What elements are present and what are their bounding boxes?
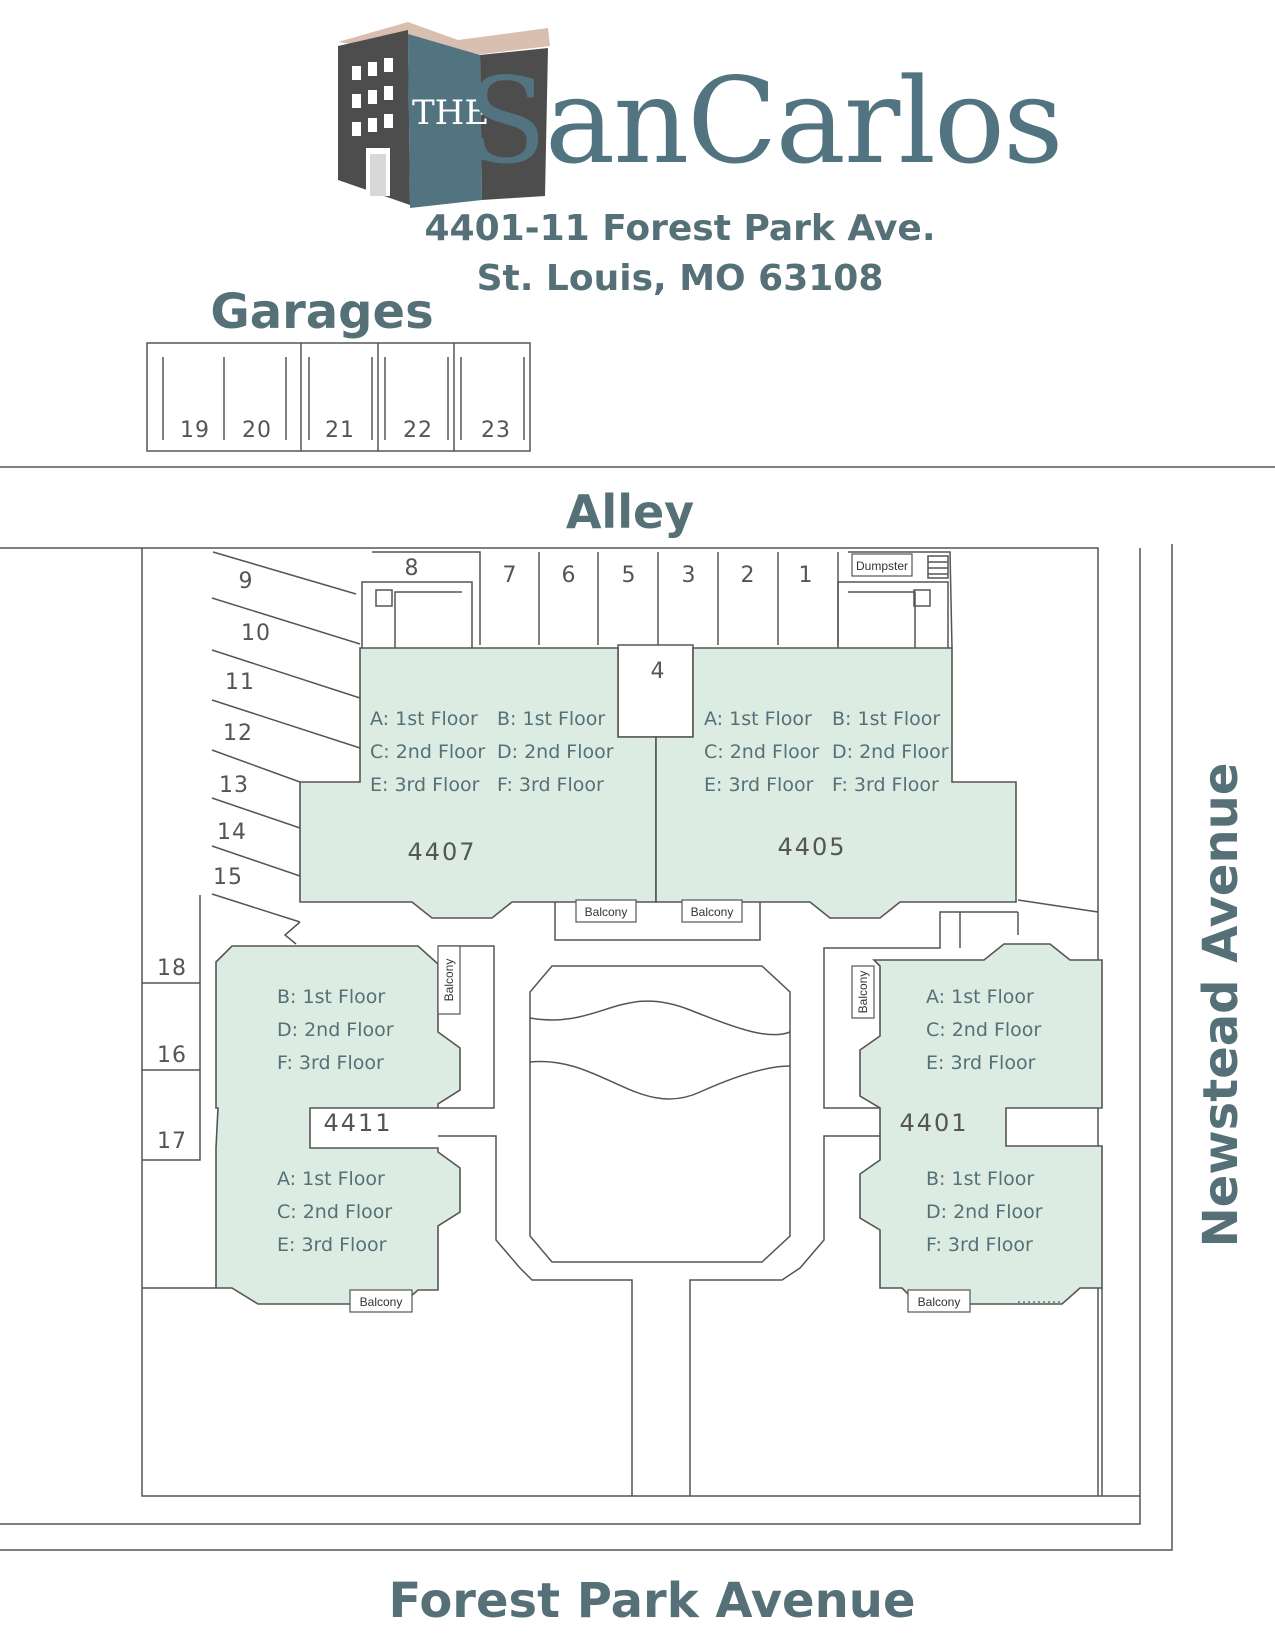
address-line2: St. Louis, MO 63108	[477, 258, 884, 299]
unit-label: A: 1st Floor	[277, 1168, 385, 1190]
parking-space-number: 14	[217, 820, 247, 845]
garage-number: 21	[325, 418, 355, 443]
balcony-label: Balcony	[691, 905, 734, 919]
unit-label: C: 2nd Floor	[704, 741, 819, 763]
parking-space-number: 4	[651, 659, 666, 684]
building-4405-labels: A: 1st Floor C: 2nd Floor E: 3rd Floor B…	[704, 708, 949, 861]
building-4411	[215, 945, 461, 1305]
balcony-label: Balcony	[918, 1295, 961, 1309]
unit-label: D: 2nd Floor	[497, 741, 614, 763]
building-4405	[655, 647, 1017, 919]
unit-label: D: 2nd Floor	[832, 741, 949, 763]
parking-space-number: 17	[157, 1129, 187, 1154]
parking-space-number: 2	[741, 563, 756, 588]
unit-label: F: 3rd Floor	[926, 1234, 1033, 1256]
unit-label: F: 3rd Floor	[497, 774, 604, 796]
building-4401	[859, 943, 1103, 1305]
garage-number: 22	[403, 418, 433, 443]
address-line1: 4401-11 Forest Park Ave.	[424, 208, 935, 249]
unit-label: E: 3rd Floor	[926, 1052, 1036, 1074]
unit-label: C: 2nd Floor	[277, 1201, 392, 1223]
unit-label: A: 1st Floor	[704, 708, 812, 730]
unit-label: B: 1st Floor	[926, 1168, 1034, 1190]
garage-number: 19	[180, 418, 210, 443]
balcony-label: Balcony	[856, 971, 870, 1014]
logo-name-text: SanCarlos	[466, 52, 1062, 190]
unit-label: B: 1st Floor	[832, 708, 940, 730]
side-parking: 18 16 17	[142, 895, 201, 1161]
parking-space-number: 12	[223, 721, 253, 746]
unit-label: F: 3rd Floor	[277, 1052, 384, 1074]
unit-label: B: 1st Floor	[277, 986, 385, 1008]
unit-label: A: 1st Floor	[370, 708, 478, 730]
garage-number: 20	[242, 418, 272, 443]
unit-label: E: 3rd Floor	[704, 774, 814, 796]
left-parking: 9 10 11 12 13 14 15	[211, 551, 361, 923]
parking-space-number: 18	[157, 956, 187, 981]
parking-space-number: 3	[682, 563, 697, 588]
parking-space-number: 8	[405, 556, 420, 581]
courtyard	[283, 899, 1099, 1496]
building-4411-labels: B: 1st Floor D: 2nd Floor F: 3rd Floor 4…	[277, 986, 394, 1256]
unit-label: A: 1st Floor	[926, 986, 1034, 1008]
dumpster-label: Dumpster	[856, 559, 908, 573]
building-number: 4411	[323, 1109, 392, 1137]
unit-label: F: 3rd Floor	[832, 774, 939, 796]
logo: THE SanCarlos	[338, 22, 1064, 208]
building-number: 4405	[777, 833, 846, 861]
building-4407-labels: A: 1st Floor C: 2nd Floor E: 3rd Floor B…	[370, 708, 614, 866]
parking-space-number: 11	[225, 670, 255, 695]
parking-space-number: 10	[241, 621, 271, 646]
logo-the-text: THE	[412, 93, 489, 133]
parking-space-number: 15	[213, 865, 243, 890]
parking-space-number: 16	[157, 1043, 187, 1068]
garage-block: 19 20 21 22 23	[146, 342, 531, 452]
unit-label: E: 3rd Floor	[370, 774, 480, 796]
parking-space-number: 5	[622, 563, 637, 588]
newstead-avenue-label: Newstead Avenue	[1193, 763, 1249, 1248]
building-4401-labels: A: 1st Floor C: 2nd Floor E: 3rd Floor 4…	[899, 986, 1042, 1256]
building-number: 4401	[899, 1109, 968, 1137]
building-4407	[299, 647, 657, 919]
parking-space-number: 7	[503, 563, 518, 588]
alley-label: Alley	[566, 485, 694, 539]
forest-park-avenue-label: Forest Park Avenue	[388, 1573, 915, 1629]
unit-label: C: 2nd Floor	[370, 741, 485, 763]
parking-space-number: 6	[562, 563, 577, 588]
top-parking: 8 7 6 5 3 2 1 4	[372, 551, 839, 738]
unit-label: D: 2nd Floor	[277, 1019, 394, 1041]
unit-label: E: 3rd Floor	[277, 1234, 387, 1256]
parking-space-number: 9	[239, 569, 254, 594]
unit-label: B: 1st Floor	[497, 708, 605, 730]
garage-number: 23	[481, 418, 511, 443]
balcony-label: Balcony	[442, 959, 456, 1002]
balcony-label: Balcony	[360, 1295, 403, 1309]
parking-space-number: 1	[799, 563, 814, 588]
unit-label: D: 2nd Floor	[926, 1201, 1043, 1223]
building-number: 4407	[407, 838, 476, 866]
balcony-label: Balcony	[585, 905, 628, 919]
unit-label: C: 2nd Floor	[926, 1019, 1041, 1041]
parking-space-number: 13	[219, 773, 249, 798]
garages-heading: Garages	[210, 284, 433, 340]
